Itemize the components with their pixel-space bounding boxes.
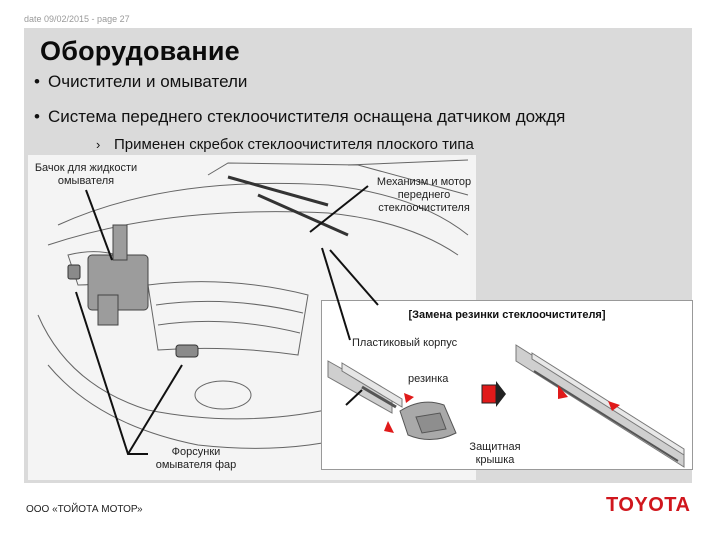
- inset-title: [Замена резинки стеклоочистителя]: [408, 309, 606, 321]
- sub-bullet-text: Применен скребок стеклоочистителя плоско…: [114, 136, 474, 153]
- sub-bullet-flat-blade: › Применен скребок стеклоочистителя плоск…: [96, 136, 474, 153]
- label-headlamp-nozzles: Форсунки омывателя фар: [155, 446, 237, 471]
- bullet-marker: •: [34, 72, 40, 91]
- bullet-wipers: • Очистители и омыватели: [34, 72, 247, 92]
- label-wiper-mechanism: Механизм и мотор переднего стеклоочистит…: [376, 176, 472, 214]
- blade-replacement-diagram: [327, 344, 685, 468]
- slide-title: Оборудование: [40, 36, 240, 66]
- company-name: ООО «ТОЙОТА МОТОР»: [26, 504, 143, 515]
- sub-bullet-marker: ›: [96, 137, 101, 152]
- label-plastic-housing: Пластиковый корпус: [352, 337, 458, 349]
- label-rubber: резинка: [408, 373, 449, 385]
- bullet-text: Очистители и омыватели: [48, 72, 248, 91]
- blade-replacement-inset: [Замена резинки стеклоочистителя]: [321, 300, 693, 470]
- date-page-line: date 09/02/2015 - page 27: [24, 14, 130, 24]
- label-protective-cap: Защитная крышка: [469, 441, 521, 466]
- toyota-logo: TOYOTA: [606, 494, 691, 516]
- bullet-marker: •: [34, 107, 40, 126]
- bullet-text: Система переднего стеклоочистителя оснащ…: [48, 107, 566, 126]
- label-washer-tank: Бачок для жидкости омывателя: [34, 162, 138, 187]
- bullet-rain-sensor: • Система переднего стеклоочистителя осна…: [34, 107, 565, 127]
